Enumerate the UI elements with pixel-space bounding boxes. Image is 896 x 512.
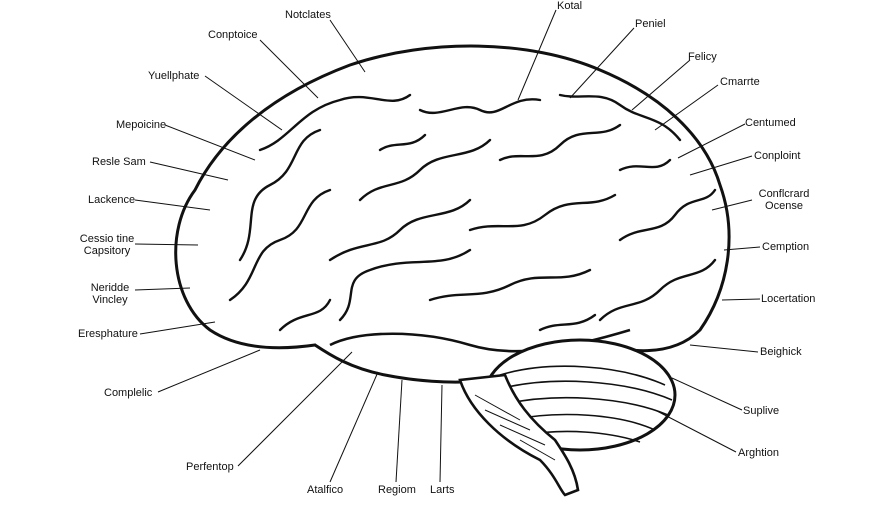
label-left-10: Complelic xyxy=(104,387,153,399)
label-left-3: Resle Sam xyxy=(92,156,146,168)
label-right-2: Centumed xyxy=(745,117,796,129)
label-right-0: Felicy xyxy=(688,51,717,63)
label-left-1: Yuellphate xyxy=(148,70,200,82)
label-right-8: Beighick xyxy=(760,346,802,358)
label-top-2: Peniel xyxy=(635,18,666,30)
label-right-3: Conploint xyxy=(754,150,801,162)
label-right-9: Suplive xyxy=(743,405,780,417)
label-right-6: Cemption xyxy=(762,241,810,253)
label-left-6: Capsitory xyxy=(83,245,131,257)
label-right-4: Conflcrard xyxy=(758,188,810,200)
label-bottom-2: Regiom xyxy=(378,484,416,496)
label-right-7: Locertation xyxy=(761,293,816,305)
label-left-4: Lackence xyxy=(88,194,136,206)
cerebrum-outline xyxy=(174,44,731,384)
label-left-8: Vincley xyxy=(92,294,128,306)
label-right-10: Arghtion xyxy=(738,447,779,459)
brainstem-hatching xyxy=(474,394,556,461)
label-bottom-1: Atalfico xyxy=(307,484,344,496)
label-bottom-3: Larts xyxy=(430,484,455,496)
label-left-5: Cessio tine xyxy=(79,233,135,245)
label-left-7: Neridde xyxy=(90,282,130,294)
label-bottom-0: Perfentop xyxy=(186,461,234,473)
label-top-0: Notclates xyxy=(285,9,331,21)
label-top-1: Kotal xyxy=(557,0,583,12)
label-left-2: Mepoicine xyxy=(116,119,167,131)
label-right-5: Ocense xyxy=(765,200,803,212)
brainstem xyxy=(458,373,580,497)
label-left-0: Conptoice xyxy=(208,29,258,41)
leader-lines xyxy=(134,9,761,483)
label-left-9: Eresphature xyxy=(78,328,138,340)
label-right-1: Cmarrte xyxy=(720,76,760,88)
